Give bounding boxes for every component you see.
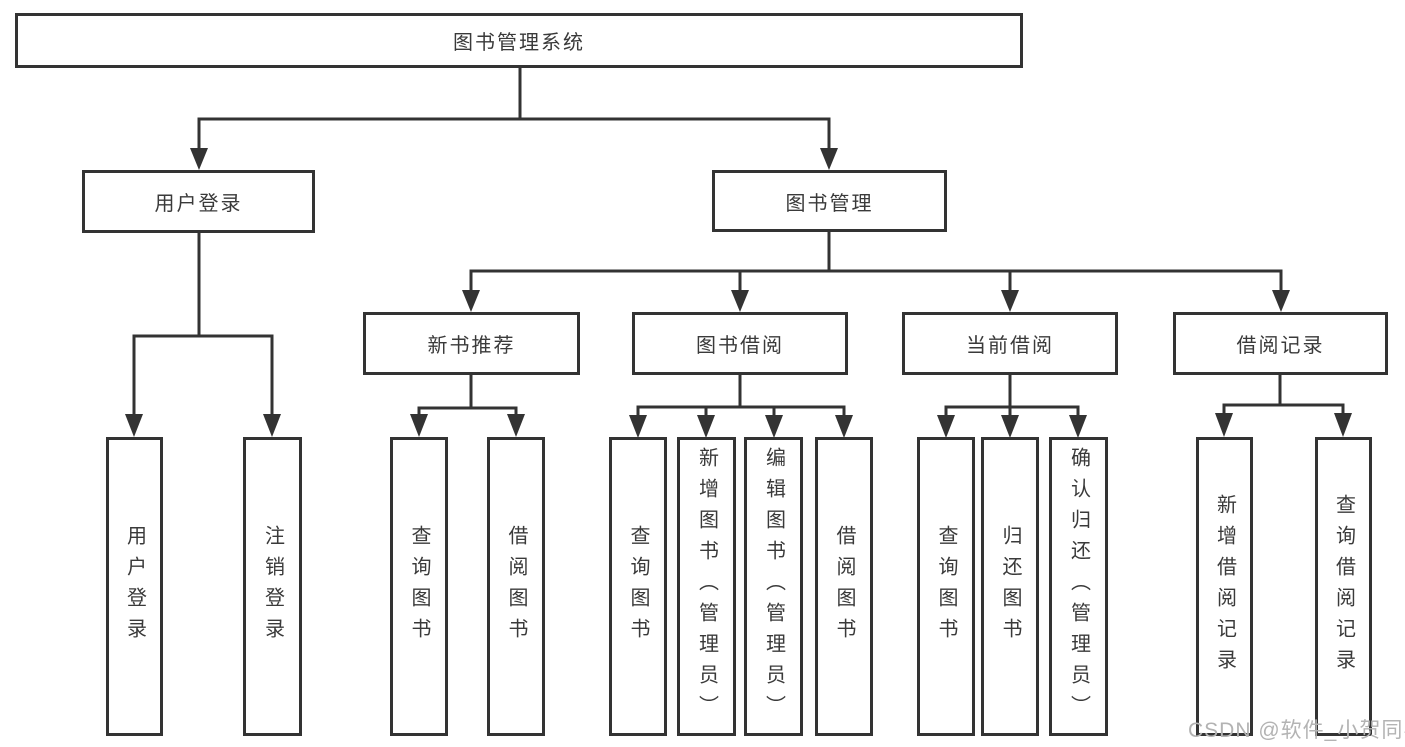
leaf-edit-books-admin: 编辑图书（管理员）: [744, 437, 803, 736]
node-user-login: 用户登录: [82, 170, 315, 233]
node-book-borrowing: 图书借阅: [632, 312, 848, 375]
leaf-borrow-books-recommend: 借阅图书: [487, 437, 545, 736]
leaf-user-login: 用户登录: [106, 437, 163, 736]
leaf-label: 新增借阅记录: [1213, 493, 1236, 680]
leaf-confirm-return-admin: 确认归还（管理员）: [1049, 437, 1108, 736]
leaf-add-borrow-record: 新增借阅记录: [1196, 437, 1253, 736]
leaf-query-books-recommend: 查询图书: [390, 437, 448, 736]
node-borrowing-records: 借阅记录: [1173, 312, 1388, 375]
leaf-label: 借阅图书: [833, 524, 855, 649]
node-label: 图书借阅: [696, 335, 784, 357]
csdn-watermark: CSDN @软件_小贺同学: [1188, 719, 1405, 742]
leaf-label: 用户登录: [123, 524, 146, 649]
node-label: 新书推荐: [427, 335, 516, 357]
leaf-label: 确认归还（管理员）: [1067, 447, 1090, 726]
leaf-query-borrow-record: 查询借阅记录: [1315, 437, 1372, 736]
leaf-label: 归还图书: [999, 524, 1021, 649]
node-new-book-recommend: 新书推荐: [363, 312, 580, 375]
node-current-borrowing: 当前借阅: [902, 312, 1118, 375]
node-label: 借阅记录: [1236, 335, 1325, 357]
leaf-query-books-borrowing: 查询图书: [609, 437, 667, 736]
leaf-label: 编辑图书（管理员）: [762, 447, 785, 726]
leaf-label: 查询图书: [627, 524, 649, 649]
leaf-query-books-current: 查询图书: [917, 437, 975, 736]
leaf-add-books-admin: 新增图书（管理员）: [677, 437, 736, 736]
leaf-borrow-books: 借阅图书: [815, 437, 873, 736]
leaf-label: 查询图书: [935, 524, 957, 649]
node-label: 用户登录: [154, 193, 243, 215]
node-label: 图书管理: [785, 192, 874, 215]
leaf-label: 查询借阅记录: [1332, 493, 1355, 680]
node-label: 图书管理系统: [453, 32, 585, 54]
leaf-label: 借阅图书: [505, 524, 527, 649]
node-book-management: 图书管理: [712, 170, 947, 232]
node-label: 当前借阅: [966, 335, 1054, 357]
leaf-label: 查询图书: [408, 524, 430, 649]
leaf-logout: 注销登录: [243, 437, 302, 736]
leaf-label: 注销登录: [261, 524, 284, 649]
leaf-label: 新增图书（管理员）: [695, 447, 718, 726]
node-library-management-system: 图书管理系统: [15, 13, 1023, 68]
leaf-return-books: 归还图书: [981, 437, 1039, 736]
